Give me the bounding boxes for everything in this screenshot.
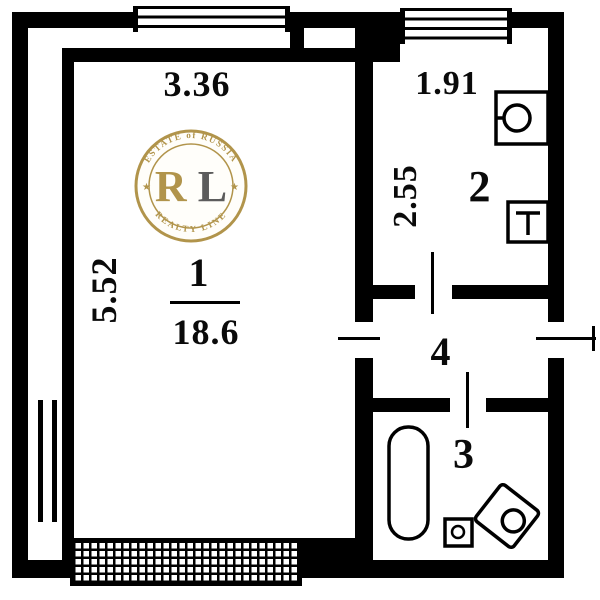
wall-partition-vertical-lower — [355, 358, 373, 538]
wall-room1-top — [62, 48, 373, 62]
room3-number: 3 — [453, 432, 475, 478]
entrance-door-cap — [592, 326, 595, 351]
sink-icon — [443, 517, 474, 548]
room4-number: 4 — [430, 329, 452, 374]
room1-fraction-line — [170, 301, 240, 304]
wall-room3-top-right — [486, 398, 548, 412]
wall-outer-left — [12, 12, 28, 578]
stamp-star-left-icon: ★ — [142, 182, 151, 193]
stamp-outer-ring — [134, 129, 248, 243]
dim-room1-width: 3.36 — [163, 64, 231, 104]
window-room2-icon — [400, 8, 512, 44]
room2-number: 2 — [468, 162, 492, 211]
stamp-star-right-icon: ★ — [230, 182, 239, 193]
wall-partition-vertical-upper — [355, 28, 373, 322]
wall-room2-bottom-right — [452, 285, 548, 299]
stamp-inner-ring — [148, 143, 234, 229]
door-opening-room1 — [338, 337, 380, 340]
wall-room2-bottom-left — [373, 285, 415, 299]
stamp-monogram-r: R — [155, 162, 188, 211]
washbasin-icon — [494, 90, 550, 146]
watermark-stamp: ESTATE of RUSSIA REALTY LINE ★ ★ R L — [134, 129, 248, 243]
toilet-icon — [473, 482, 541, 550]
wall-stub-right — [372, 12, 400, 62]
wall-outer-top-left — [12, 12, 133, 28]
entrance-door-line — [536, 337, 596, 340]
shaft-line-2 — [52, 400, 57, 522]
boiler-icon — [506, 200, 550, 244]
door-tick-room2 — [431, 252, 434, 314]
room1-number: 1 — [188, 250, 210, 295]
bathtub-icon — [387, 425, 430, 541]
window-room1-icon — [133, 6, 290, 32]
dim-room2-width: 1.91 — [415, 65, 479, 102]
wall-outer-right-lower — [548, 358, 564, 578]
stamp-monogram: R L — [155, 162, 227, 211]
room1-area: 18.6 — [172, 312, 240, 352]
wall-room3-top-left — [373, 398, 450, 412]
door-tick-room3 — [466, 372, 469, 428]
shaft-line-1 — [38, 400, 43, 522]
wall-outer-right-upper — [548, 12, 564, 322]
stamp-monogram-l: L — [198, 162, 227, 211]
wall-room1-left — [62, 48, 74, 560]
hatched-opening — [70, 538, 302, 586]
